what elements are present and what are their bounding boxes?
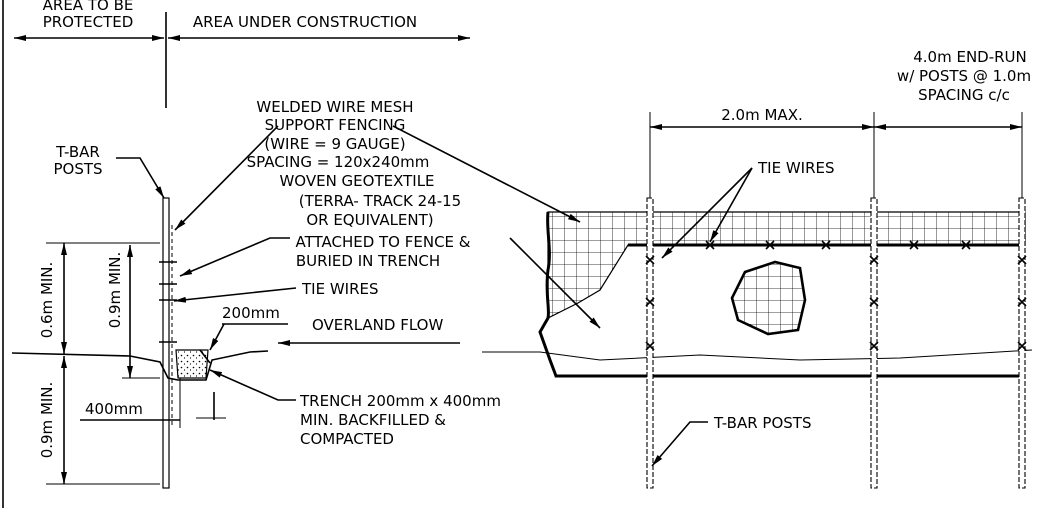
- mesh-label-3: (WIRE = 9 GAUGE): [264, 135, 405, 153]
- elevation-t-bar-label: T-BAR POSTS: [713, 414, 811, 432]
- section-ground-line: [11, 350, 269, 381]
- geotextile-label-3: OR EQUIVALENT): [306, 211, 433, 229]
- elevation-tie-markers: [645, 240, 1027, 351]
- mesh-leader-left: [174, 125, 279, 231]
- elevation-ground-line: [482, 349, 1033, 361]
- elevation-t-bar-leader: [651, 421, 708, 467]
- dim-09m-upper-label: 0.9m MIN.: [106, 252, 124, 329]
- elevation-view: 2.0m MAX. 4.0m END-RUN w/ POSTS @ 1.0m S…: [482, 48, 1033, 489]
- dim-06m-label: 0.6m MIN.: [38, 262, 56, 339]
- area-labels: AREA TO BE PROTECTED AREA UNDER CONSTRUC…: [14, 0, 470, 108]
- section-view: T-BAR POSTS WELDED WIRE MESH SUPPORT FEN…: [11, 98, 601, 489]
- trench-label-3: COMPACTED: [300, 430, 394, 448]
- dim-09m-lower-label: 0.9m MIN.: [38, 382, 56, 459]
- dim-200mm-leader: [209, 323, 225, 351]
- area-protected-label-1: AREA TO BE: [43, 0, 134, 14]
- elevation-tie-wires-leader-1: [661, 167, 753, 259]
- mesh-label-2: SUPPORT FENCING: [265, 116, 406, 134]
- dim-200mm-label: 200mm: [222, 304, 280, 322]
- trench-leader: [209, 369, 296, 401]
- elevation-tie-wires-leader-2: [709, 167, 753, 243]
- geotextile-label-4: ATTACHED TO FENCE &: [295, 233, 470, 251]
- trench-label-2: MIN. BACKFILLED &: [300, 411, 446, 429]
- geotextile-label-5: BURIED IN TRENCH: [296, 252, 440, 270]
- mesh-label-1: WELDED WIRE MESH: [256, 98, 413, 116]
- section-geotextile-flap: [199, 349, 211, 364]
- section-tie-wires-label: TIE WIRES: [301, 280, 379, 298]
- geotextile-label-2: (TERRA- TRACK 24-15: [299, 192, 461, 210]
- overland-flow-label: OVERLAND FLOW: [312, 316, 443, 334]
- geotextile-label-1: WOVEN GEOTEXTILE: [279, 172, 434, 190]
- end-run-label-1: 4.0m END-RUN: [913, 48, 1027, 66]
- section-t-bar-label-1: T-BAR: [55, 143, 100, 161]
- elevation-mesh-opening: [730, 260, 807, 336]
- mesh-label-4: SPACING = 120x240mm: [247, 153, 430, 171]
- area-construction-label: AREA UNDER CONSTRUCTION: [193, 13, 417, 31]
- mesh-leader-right: [392, 125, 581, 223]
- geotextile-leader-left: [179, 237, 290, 277]
- end-run-label-3: SPACING c/c: [918, 86, 1010, 104]
- area-protected-label-2: PROTECTED: [43, 13, 134, 31]
- section-trench-backfill: [175, 349, 209, 379]
- section-t-bar-leader: [116, 157, 165, 199]
- trench-label-1: TRENCH 200mm x 400mm: [299, 392, 501, 410]
- section-t-bar-label-2: POSTS: [53, 160, 102, 178]
- end-run-label-2: w/ POSTS @ 1.0m: [897, 67, 1031, 85]
- section-tie-wires-leader: [173, 287, 297, 303]
- dim-2m-label: 2.0m MAX.: [721, 106, 802, 124]
- dim-400mm-label: 400mm: [85, 400, 143, 418]
- elevation-tie-wires-label: TIE WIRES: [757, 159, 835, 177]
- section-t-bar-post: [162, 197, 170, 489]
